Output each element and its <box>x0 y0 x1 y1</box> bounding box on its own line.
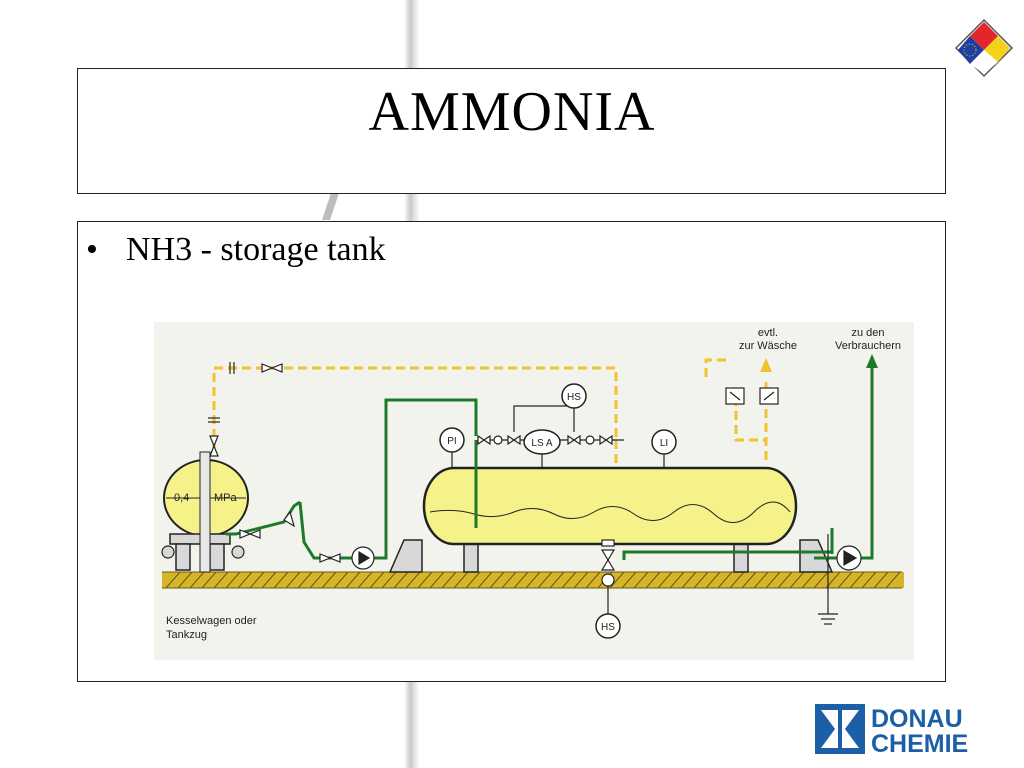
lsa-instrument <box>523 429 561 455</box>
consumer-arrow <box>866 354 878 368</box>
lsa-label: LS A <box>531 438 552 449</box>
ground <box>162 571 904 589</box>
bottom-valve <box>600 539 616 614</box>
hs-bottom-instrument <box>595 613 621 639</box>
hs-bottom-label: HS <box>601 622 615 633</box>
tanker-car <box>161 451 249 573</box>
hs-top-instrument <box>561 383 587 409</box>
pressure-unit: MPa <box>214 492 238 504</box>
title-box <box>77 68 946 194</box>
slide-title: AMMONIA <box>368 81 656 143</box>
vertical-valve <box>208 417 220 457</box>
tanker-label-1: Kesselwagen oder <box>166 615 257 627</box>
li-label: LI <box>660 438 668 449</box>
pi-label: PI <box>447 436 456 447</box>
hazard-diamond-icon <box>954 18 1014 78</box>
consumers-label-2: Verbrauchern <box>835 340 901 352</box>
donau-chemie-logo: DONAU CHEMIE <box>815 704 968 758</box>
background-slash <box>322 190 340 220</box>
li-instrument <box>651 429 677 455</box>
gas-line-valve <box>229 362 283 374</box>
bullet-marker: • <box>86 231 98 268</box>
liquid-line-tank <box>474 362 874 560</box>
outlet-pump <box>836 545 862 571</box>
fill-line-valves <box>239 510 375 570</box>
brand-line-1: DONAU <box>871 705 963 733</box>
ground-symbol <box>818 534 838 625</box>
scrubber-label-2: zur Wäsche <box>739 340 797 352</box>
storage-tank-vessel <box>422 466 798 546</box>
bullet-text: NH3 - storage tank <box>126 231 386 268</box>
pressure-value: 0,4 <box>174 492 189 504</box>
top-valves <box>477 434 613 446</box>
brand-mark-icon <box>815 704 865 754</box>
hs-top-label: HS <box>567 392 581 403</box>
scrubber-arrow <box>760 358 772 372</box>
storage-tank-diagram: 0,4 MPa <box>154 322 914 660</box>
pi-instrument <box>439 427 465 453</box>
tanker-label-2: Tankzug <box>166 629 207 641</box>
brand-line-2: CHEMIE <box>871 730 968 758</box>
consumers-label-1: zu den <box>851 327 884 339</box>
scrubber-gauges <box>725 387 779 405</box>
scrubber-label-1: evtl. <box>758 327 778 339</box>
